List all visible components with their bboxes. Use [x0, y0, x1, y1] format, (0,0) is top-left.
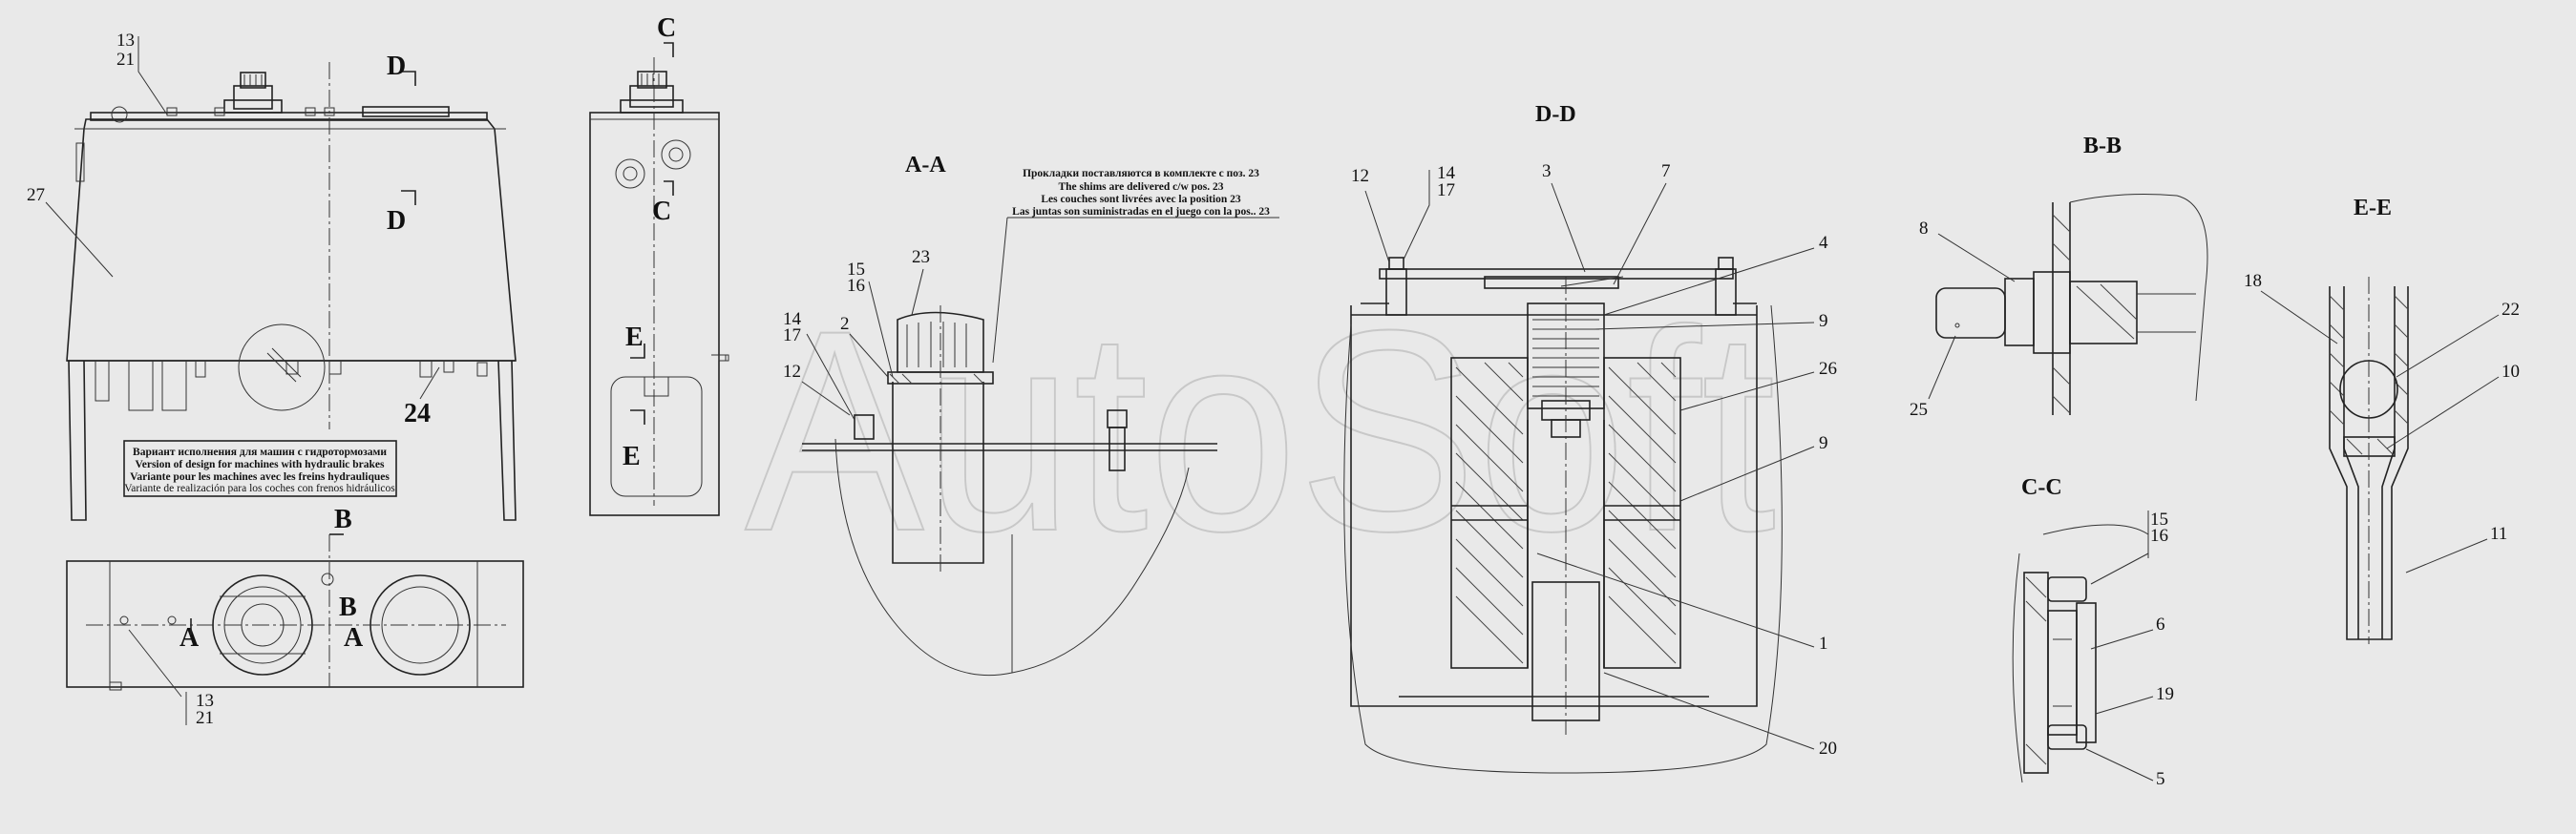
callout-d-12: 12	[1351, 166, 1369, 186]
callout-e-22: 22	[2502, 300, 2520, 320]
callout-e-11: 11	[2490, 524, 2507, 544]
callout-d-7: 7	[1661, 161, 1671, 181]
section-title-d-d: D-D	[1535, 102, 1576, 127]
section-title-b-b: B-B	[2083, 134, 2122, 158]
section-title-e-e: E-E	[2354, 196, 2392, 220]
note-shims-fr: Les couches sont livrées avec la positio…	[1041, 194, 1240, 205]
cut-letter-c-middle: C	[652, 197, 671, 226]
callout-24: 24	[404, 399, 431, 428]
callout-c-5: 5	[2156, 769, 2165, 789]
callout-d-17: 17	[1437, 180, 1455, 200]
cut-letter-b-middle: B	[339, 593, 357, 622]
cut-letter-d-top: D	[387, 52, 406, 81]
note-hydraulic-en: Version of design for machines with hydr…	[135, 459, 385, 470]
cut-letter-c-top: C	[657, 13, 676, 43]
section-c-c: C-C 15 16 6 19 5	[2012, 475, 2174, 789]
cut-letter-a-left: A	[179, 623, 200, 653]
cut-letter-d-bottom: D	[387, 206, 406, 236]
callout-c-15: 15	[2150, 510, 2168, 530]
section-title-c-c: C-C	[2021, 475, 2062, 500]
callout-d-14: 14	[1437, 163, 1456, 183]
note-shims-es: Las juntas son suministradas en el juego…	[1012, 206, 1270, 218]
callout-21: 21	[116, 50, 135, 70]
callout-c-6: 6	[2156, 615, 2165, 635]
note-hydraulic-fr: Variante pour les machines avec les frei…	[130, 471, 390, 483]
watermark: AutoSoft	[745, 270, 1777, 591]
callout-a-17: 17	[783, 325, 801, 345]
callout-d-9-top: 9	[1819, 311, 1828, 331]
note-shims-en: The shims are delivered c/w pos. 23	[1058, 181, 1223, 193]
callout-a-2: 2	[840, 314, 850, 334]
section-e-e: E-E 18 22 10 11	[2244, 196, 2520, 644]
front-view: D D 13 21 27 24 Вариант исполнения для м…	[27, 31, 727, 521]
callout-c-19: 19	[2156, 684, 2174, 704]
callout-d-9-bottom: 9	[1819, 433, 1828, 453]
plan-view: B B A A 13 21	[66, 505, 524, 728]
callout-a-16: 16	[847, 276, 865, 296]
callout-a-12: 12	[783, 362, 801, 382]
callout-d-20: 20	[1819, 739, 1837, 759]
note-hydraulic-es: Variante de realización para los coches …	[124, 483, 395, 494]
callout-d-3: 3	[1542, 161, 1552, 181]
cut-letter-b-top: B	[334, 505, 352, 534]
callout-d-1: 1	[1819, 634, 1828, 654]
section-title-a-a: A-A	[905, 153, 946, 177]
cut-letter-e-bottom: E	[623, 442, 641, 471]
callout-d-4: 4	[1819, 233, 1828, 253]
callout-b-8: 8	[1919, 219, 1929, 239]
callout-a-23: 23	[912, 247, 930, 267]
section-b-b: B-B 8 25	[1910, 134, 2208, 420]
callout-e-10: 10	[2502, 362, 2520, 382]
note-shims-ru: Прокладки поставляются в комплекте с поз…	[1023, 168, 1259, 179]
callout-d-26: 26	[1819, 359, 1837, 379]
note-hydraulic-ru: Вариант исполнения для машин с гидроторм…	[133, 447, 387, 458]
callout-27: 27	[27, 185, 45, 205]
side-view: C C E E	[589, 13, 729, 516]
cut-letter-a-right: A	[344, 623, 364, 653]
callout-plan-13: 13	[196, 691, 214, 711]
section-d-d: D-D 12 14 17	[1343, 102, 1837, 774]
cut-letter-e-top: E	[625, 323, 644, 352]
callout-b-25: 25	[1910, 400, 1928, 420]
callout-a-14: 14	[783, 309, 802, 329]
callout-e-18: 18	[2244, 271, 2262, 291]
callout-plan-21: 21	[196, 708, 214, 728]
callout-c-16: 16	[2150, 526, 2168, 546]
callout-a-15: 15	[847, 260, 865, 280]
callout-13: 13	[116, 31, 135, 51]
section-a-a: A-A Прокладки поставляются в комплекте с…	[783, 153, 1279, 677]
